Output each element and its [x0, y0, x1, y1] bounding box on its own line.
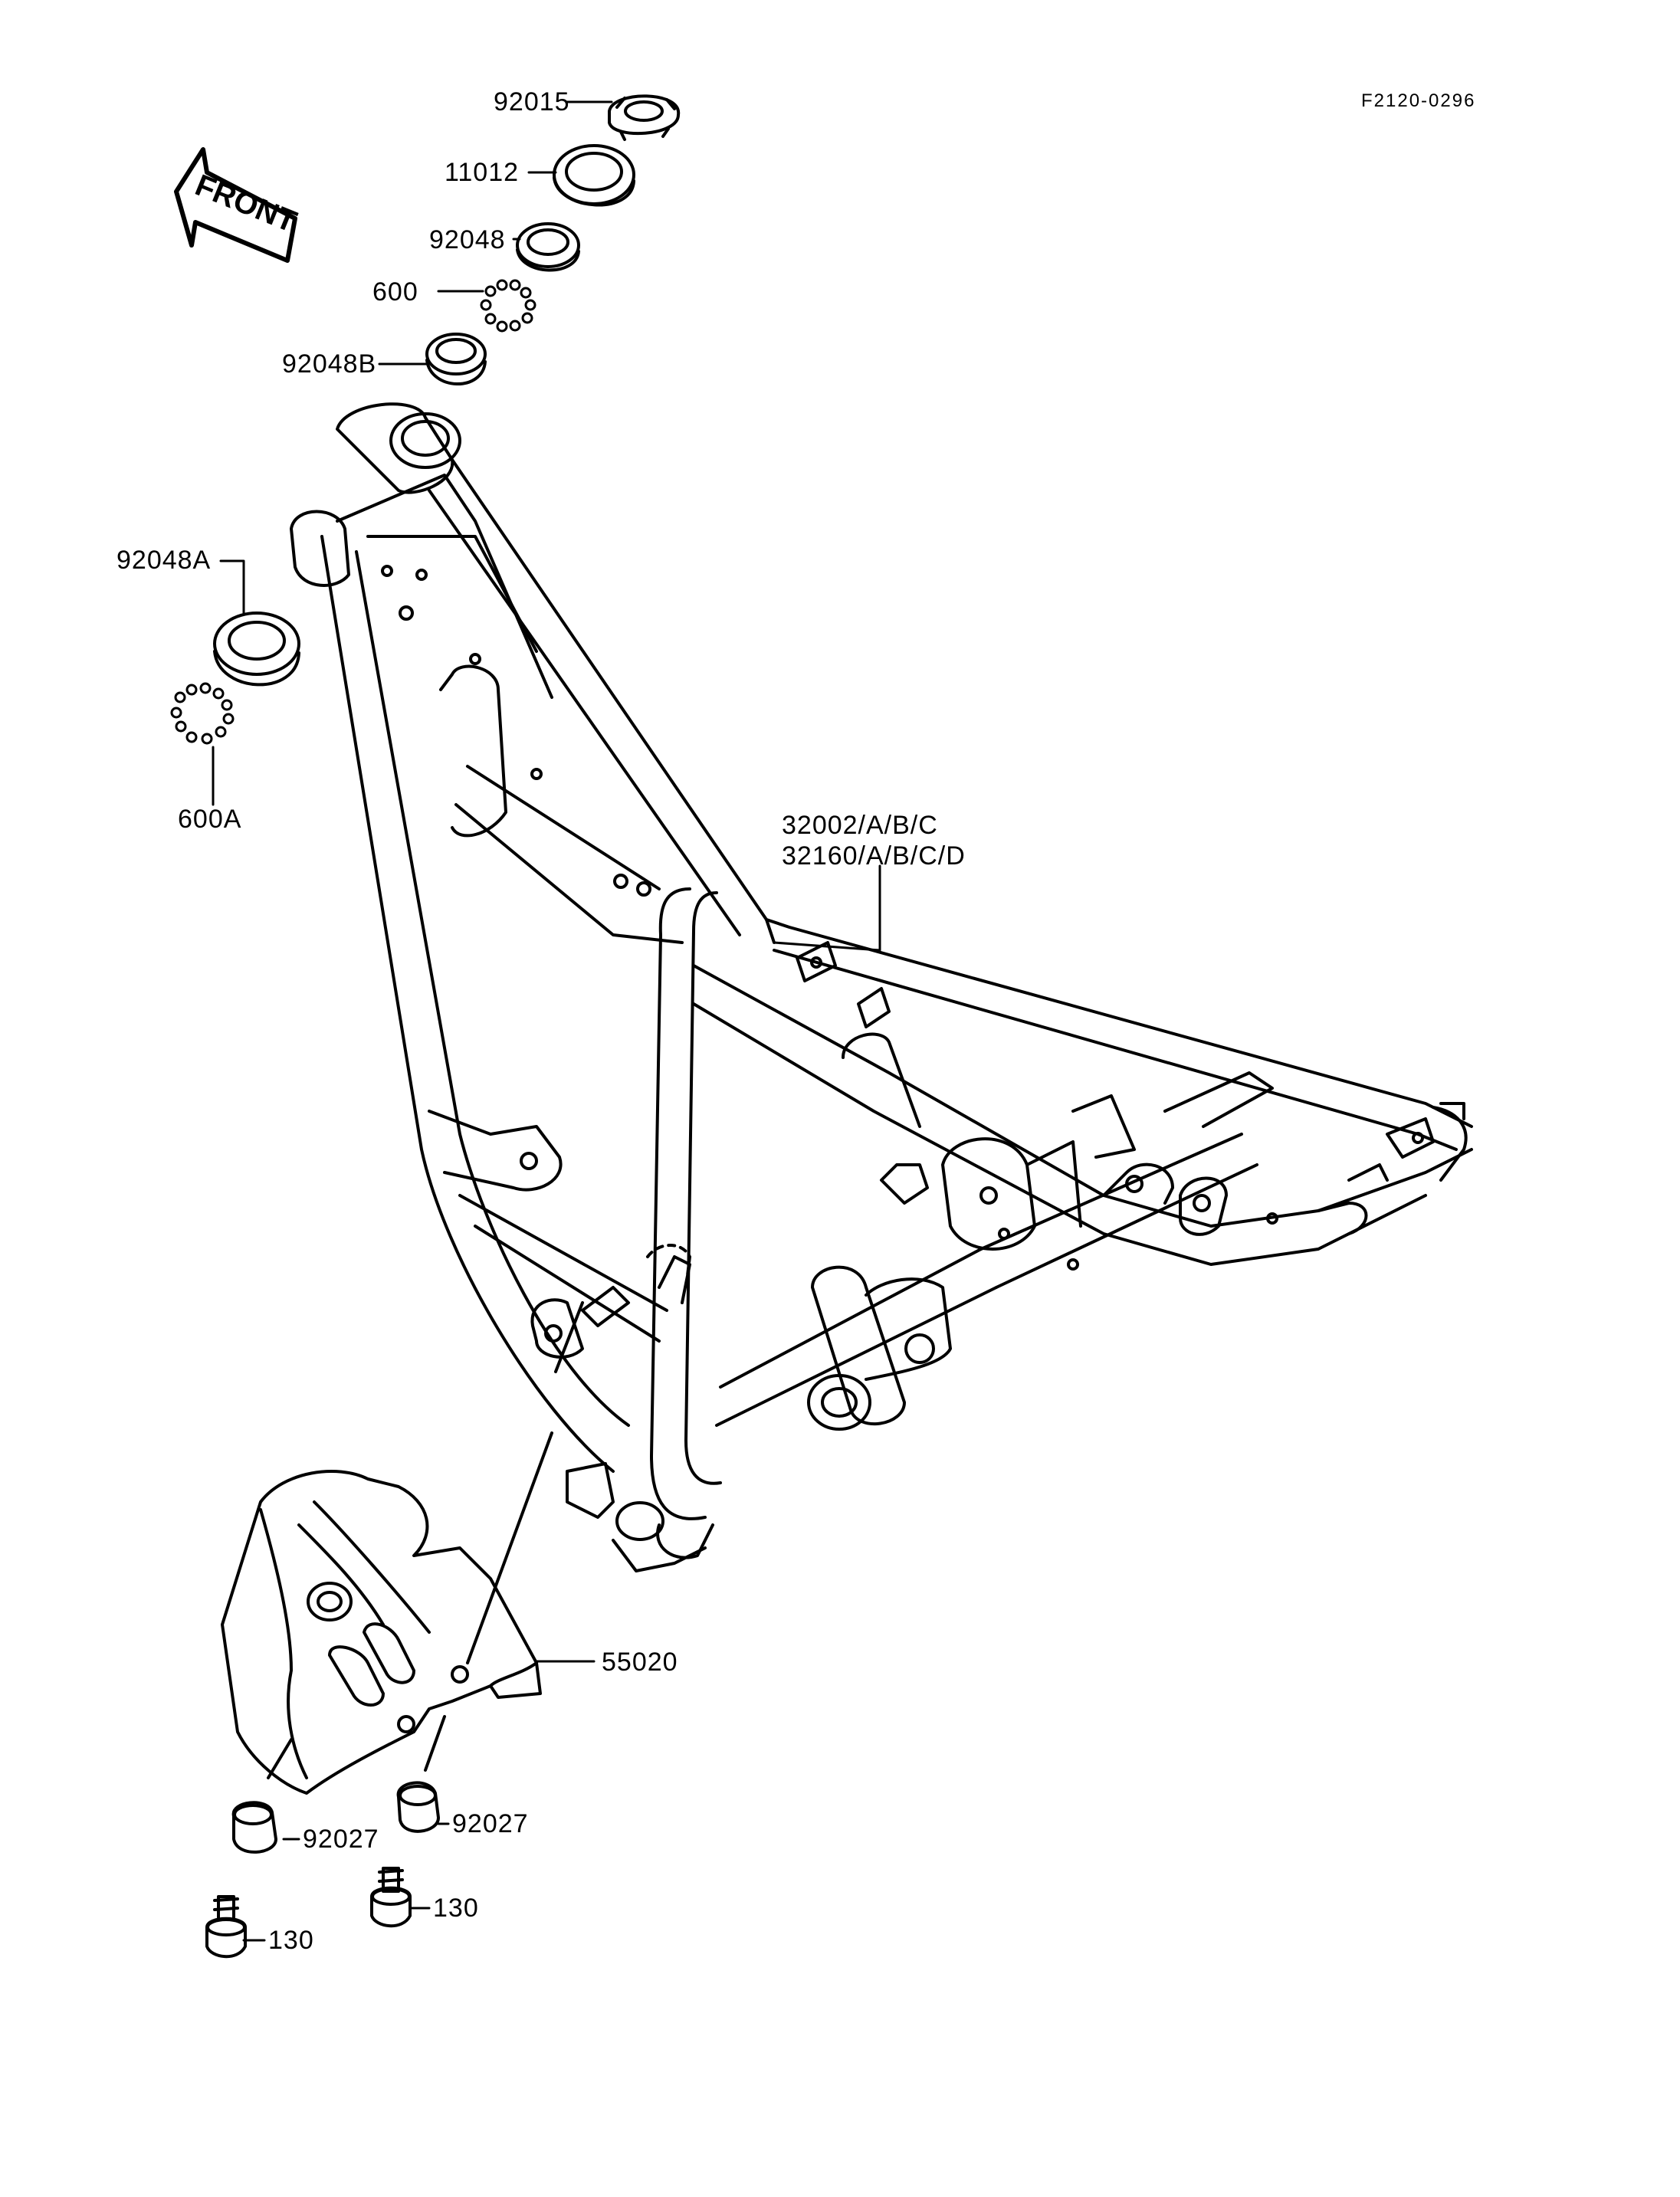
grommet-right-icon — [396, 1781, 440, 1833]
part-label-130-right: 130 — [433, 1894, 479, 1923]
skid-plate-icon — [221, 1470, 542, 1795]
part-label-92048: 92048 — [429, 225, 506, 254]
part-label-55020: 55020 — [602, 1648, 678, 1677]
part-label-92048b: 92048B — [282, 349, 377, 379]
upper-race-icon — [516, 222, 580, 272]
steering-nut-icon — [608, 94, 681, 141]
steering-stem-cap-icon — [553, 144, 635, 207]
part-label-32002: 32002/A/B/C — [782, 811, 938, 840]
part-label-92015: 92015 — [494, 87, 570, 116]
callout-leaders — [212, 100, 881, 1942]
lower-race-icon — [213, 612, 300, 687]
bolt-left-icon — [205, 1895, 247, 1959]
upper-cup-icon — [425, 333, 487, 385]
part-label-600: 600 — [372, 277, 418, 307]
part-label-92027-right: 92027 — [452, 1809, 529, 1838]
part-label-92027-left: 92027 — [303, 1825, 379, 1854]
frame-icon — [290, 402, 1473, 1664]
part-label-11012: 11012 — [445, 158, 520, 187]
part-label-32160: 32160/A/B/C/D — [782, 841, 966, 871]
bolt-right-icon — [370, 1867, 412, 1928]
lower-balls-icon — [170, 682, 235, 745]
part-label-130-left: 130 — [268, 1926, 314, 1955]
part-label-600a: 600A — [178, 805, 242, 834]
front-arrow-icon: FRONT — [174, 147, 301, 263]
grommet-left-icon — [231, 1801, 277, 1854]
upper-balls-icon — [480, 279, 536, 333]
part-label-92048a: 92048A — [116, 546, 212, 575]
diagram-code: F2120-0296 — [1361, 90, 1476, 111]
